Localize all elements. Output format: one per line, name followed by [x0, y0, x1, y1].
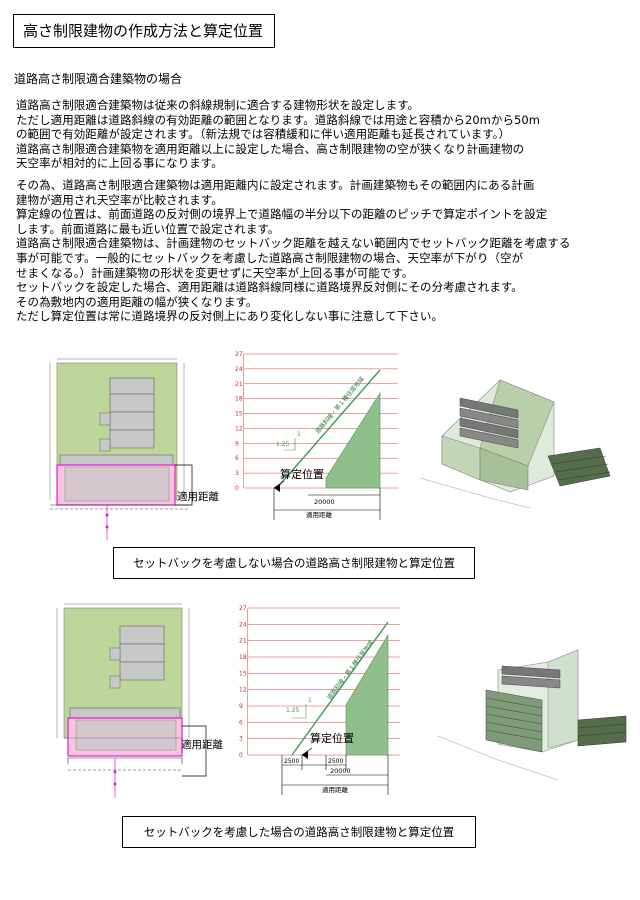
floor-slab — [459, 397, 519, 419]
height-tick-label: 12 — [235, 425, 243, 432]
text-line: 天空率が相対的に上回る事になります。 — [16, 156, 223, 171]
height-tick-label: 24 — [235, 366, 243, 373]
building-block — [64, 466, 170, 502]
site-plan-diagram-1: 適用距離 — [49, 358, 219, 540]
text-line: セットバックを設定した場合、適用距離は道路斜線同様に道路境界反対側にその分考慮さ… — [16, 280, 523, 295]
height-tick-label: 0 — [235, 485, 239, 492]
text-line: ただし算定位置は常に道路境界の反対側上にあり変化しない事に注意して下さい。 — [16, 309, 444, 324]
height-tick-label: 18 — [239, 654, 247, 661]
floor-slab — [459, 427, 519, 449]
height-tick-label: 21 — [235, 381, 243, 388]
height-tick-label: 3 — [235, 470, 239, 477]
slope-unit: 1 — [297, 431, 301, 438]
text-line: 建物が適用され天空率が比較されます。 — [16, 192, 223, 207]
text-line: 道路高さ制限適合建築物は、計画建物のセットバック距離を越えない範囲内でセットバッ… — [16, 236, 571, 251]
height-tick-label: 27 — [239, 605, 247, 612]
text-line: 事が可能です。一般的にセットバックを考慮した道路高さ制限建物の場合、天空率が下が… — [16, 250, 524, 265]
calculation-position-label: 算定位置 — [280, 467, 324, 481]
setback-dimension-right: 2500 — [328, 758, 343, 765]
height-tick-label: 21 — [239, 638, 247, 645]
road-slope-building — [325, 391, 381, 489]
text-line: 道路高さ制限適合建築物を適用距離以上に設定した場合、高さ制限建物の空が狭くなり計… — [16, 141, 525, 156]
building-block — [109, 377, 155, 395]
height-tick-label: 9 — [239, 703, 243, 710]
text-line: します。前面道路に最も近い位置で設定されます。 — [16, 221, 280, 236]
height-tick-label: 9 — [235, 440, 239, 447]
paragraph-1: 道路高さ制限適合建築物は従来の斜線規制に適合する建物形状を設定します。 ただし適… — [16, 98, 626, 171]
calculation-position-label: 算定位置 — [310, 731, 354, 745]
height-tick-label: 15 — [235, 411, 243, 418]
paragraph-2: その為、道路高さ制限適合建築物は適用距離内に設定されます。計画建築物もその範囲内… — [16, 178, 626, 324]
distance-label: 適用距離 — [306, 510, 333, 519]
road-slope-line — [291, 621, 389, 756]
text-line: ただし適用距離は道路斜線の有効距離の範囲となります。道路斜線では用途と容積から2… — [16, 112, 541, 127]
slope-ratio: 1.25 — [286, 707, 300, 714]
3d-building-view-1 — [420, 379, 611, 508]
building-block — [119, 661, 165, 681]
setback-dimension-left: 2500 — [284, 758, 299, 765]
road-slope-line — [276, 369, 381, 489]
distance-dimension: 20000 — [314, 498, 335, 506]
figure-caption-1: セットバックを考慮しない場合の道路高さ制限建物と算定位置 — [113, 547, 475, 579]
text-line: の範囲で有効距離が設定されます。（新法規では容積緩和に伴い適用距離も延長されてい… — [16, 127, 511, 142]
floor-slab — [459, 417, 519, 439]
site-plan-diagram-2: 適用距離 — [56, 603, 223, 798]
page-title: 高さ制限建物の作成方法と算定位置 — [13, 14, 275, 48]
height-tick-label: 0 — [239, 752, 243, 759]
floor-slab — [501, 665, 561, 679]
distance-label: 適用距離 — [322, 785, 349, 794]
figure-caption-2: セットバックを考慮した場合の道路高さ制限建物と算定位置 — [122, 816, 476, 848]
distance-dimension: 20000 — [330, 767, 351, 775]
plan-label: 適用距離 — [177, 490, 219, 503]
height-tick-label: 3 — [239, 736, 243, 743]
building-block — [119, 625, 165, 645]
road-slope-building — [345, 633, 389, 756]
height-tick-label: 24 — [239, 621, 247, 628]
building-block — [75, 719, 177, 751]
height-tick-label: 15 — [239, 670, 247, 677]
text-line: せまくなる。）計画建築物の形状を変更せずに天空率が上回る事が可能です。 — [16, 265, 414, 280]
height-tick-label: 6 — [239, 719, 243, 726]
building-block — [119, 643, 165, 663]
building-block — [109, 411, 155, 431]
floor-slab — [459, 407, 519, 429]
height-tick-label: 6 — [235, 455, 239, 462]
height-tick-label: 27 — [235, 351, 243, 358]
3d-building-view-2 — [438, 649, 627, 780]
section-heading: 道路高さ制限適合建築物の場合 — [14, 72, 183, 86]
height-tick-label: 12 — [239, 687, 247, 694]
text-line: 道路高さ制限適合建築物は従来の斜線規制に適合する建物形状を設定します。 — [16, 98, 420, 112]
building-block — [109, 393, 155, 413]
text-line: その為敷地内の適用距離の幅が狭くなります。 — [16, 294, 258, 309]
height-tick-label: 18 — [235, 396, 243, 403]
plan-label: 適用距離 — [181, 738, 223, 751]
building-block — [109, 429, 155, 449]
slope-unit: 1 — [308, 697, 312, 704]
text-line: 算定線の位置は、前面道路の反対側の境界上で道路幅の半分以下の距離のピッチで算定ポ… — [16, 207, 548, 222]
text-line: その為、道路高さ制限適合建築物は適用距離内に設定されます。計画建築物もその範囲内… — [16, 178, 535, 192]
slope-ratio: 1.25 — [276, 441, 290, 448]
floor-slab — [501, 675, 561, 689]
